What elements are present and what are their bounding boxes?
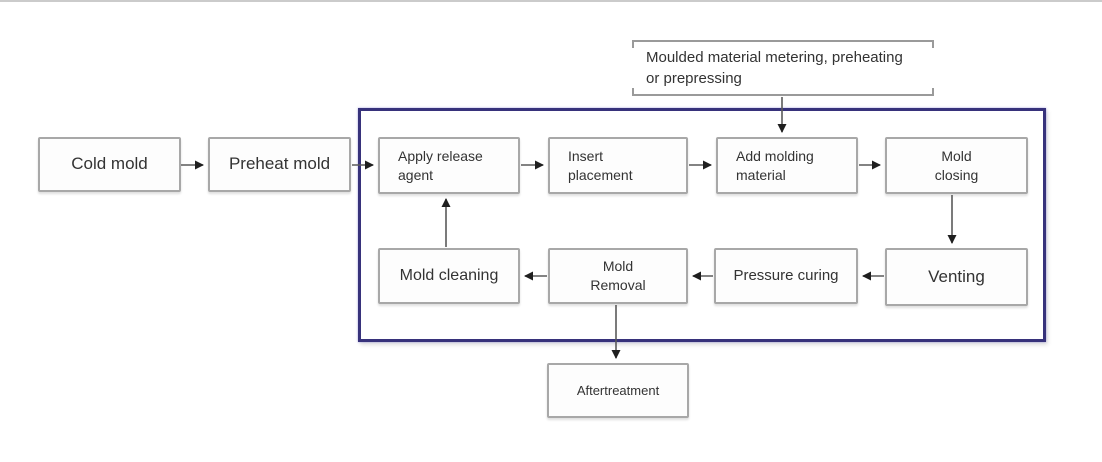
top-divider-line bbox=[0, 0, 1102, 2]
node-cold-mold: Cold mold bbox=[38, 137, 181, 192]
node-preheat-mold: Preheat mold bbox=[208, 137, 351, 192]
node-venting: Venting bbox=[885, 248, 1028, 306]
node-insert-placement: Insert placement bbox=[548, 137, 688, 194]
node-mold-removal: Mold Removal bbox=[548, 248, 688, 304]
node-pressure-curing: Pressure curing bbox=[714, 248, 858, 304]
node-apply-release-agent: Apply release agent bbox=[378, 137, 520, 194]
node-mold-closing: Mold closing bbox=[885, 137, 1028, 194]
process-loop-frame bbox=[358, 108, 1046, 342]
node-moulded-material-note: Moulded material metering, preheating or… bbox=[632, 40, 934, 96]
node-aftertreatment: Aftertreatment bbox=[547, 363, 689, 418]
node-mold-cleaning: Mold cleaning bbox=[378, 248, 520, 304]
node-add-molding-material: Add molding material bbox=[716, 137, 858, 194]
